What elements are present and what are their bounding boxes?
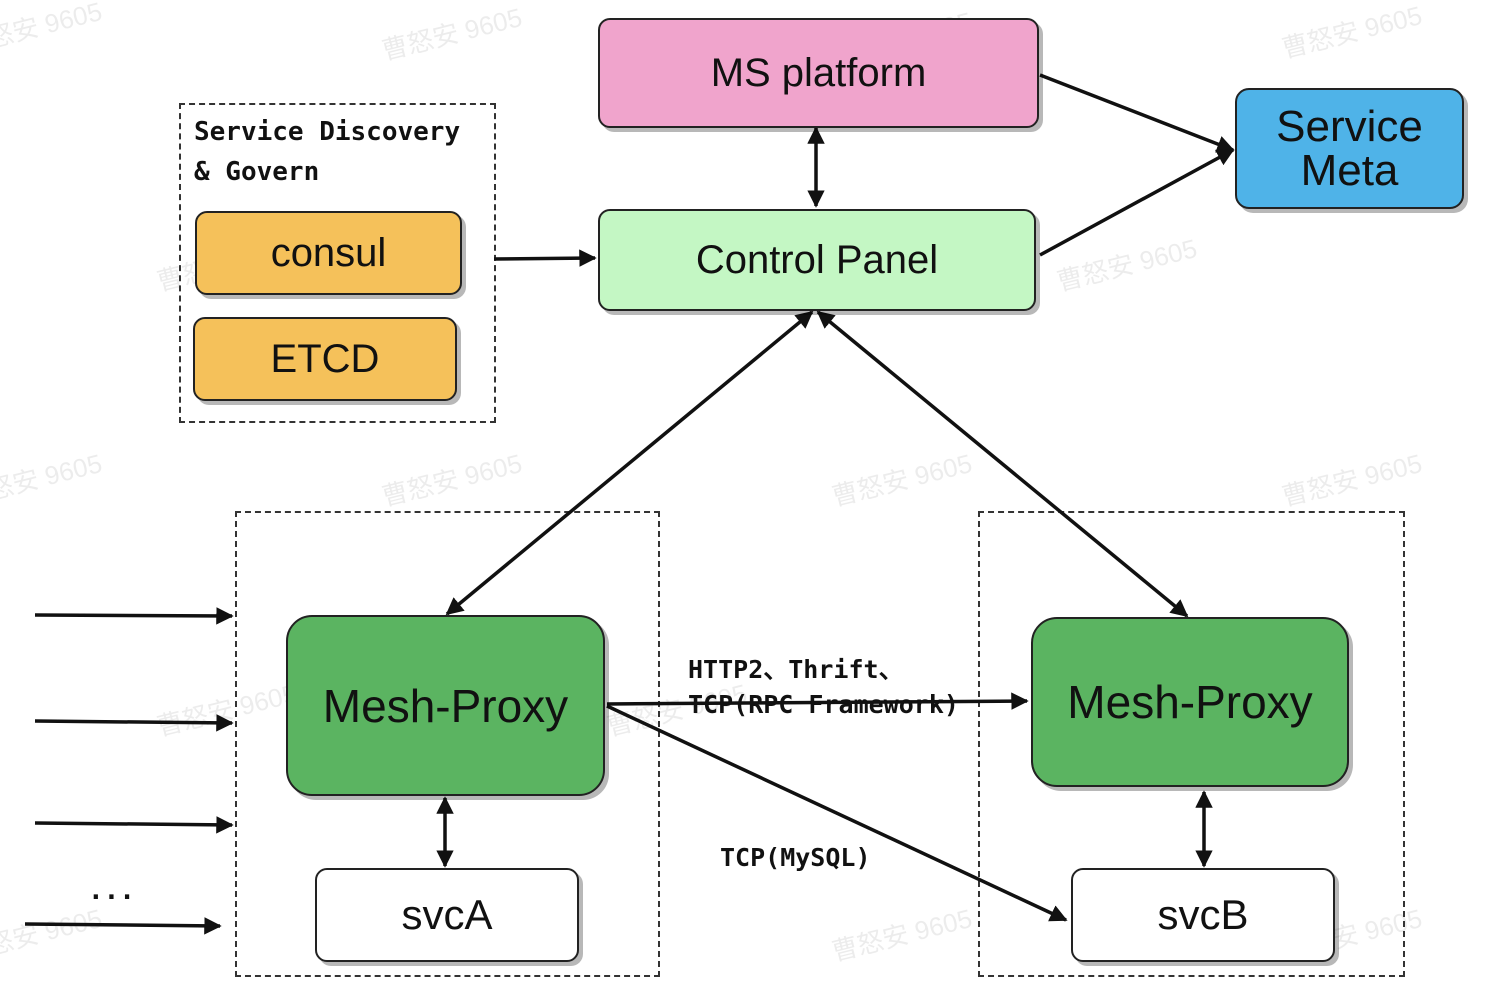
service-meta-label-line1: Service — [1276, 101, 1423, 151]
arrow-discovery-control-panel — [493, 249, 597, 267]
arrow-inbound-4 — [24, 917, 222, 935]
service-discovery-group — [179, 103, 496, 423]
ms-platform-node: MS platform — [598, 18, 1039, 128]
arrow-control-panel-mesh-proxy-a — [445, 310, 814, 616]
rpc-protocols-label-line1: HTTP2、Thrift、 — [688, 655, 904, 684]
mesh-proxy-b-label: Mesh-Proxy — [1067, 676, 1313, 728]
arrow-control-panel-mesh-proxy-b — [816, 310, 1189, 618]
svcb-node: svcB — [1071, 868, 1335, 962]
discovery-group-title: Service Discovery — [194, 117, 461, 147]
arrow-control-panel-service-meta — [1039, 148, 1235, 257]
rpc-protocols-label-line2: TCP(RPC Framework) — [688, 690, 959, 719]
consul-node: consul — [195, 211, 462, 295]
service-meta-label-line2: Meta — [1300, 145, 1399, 195]
arrow-mesh-proxy-a-to-b — [606, 692, 1029, 710]
arrow-inbound-1 — [34, 607, 234, 625]
etcd-label: ETCD — [270, 336, 380, 381]
control-panel-label: Control Panel — [695, 237, 939, 282]
arrow-ms-platform-service-meta — [1039, 73, 1235, 153]
arrow-inbound-2 — [34, 714, 234, 732]
consul-label: consul — [270, 230, 387, 275]
discovery-group-subtitle: & Govern — [194, 157, 320, 187]
service-b-pod-group — [978, 511, 1405, 977]
svca-label: svcA — [401, 891, 493, 938]
service-meta-node: Service Meta — [1235, 88, 1464, 209]
control-panel-node: Control Panel — [598, 209, 1036, 311]
mesh-proxy-a-node: Mesh-Proxy — [286, 615, 605, 796]
svcb-label: svcB — [1157, 891, 1249, 938]
ms-platform-label: MS platform — [710, 50, 927, 95]
arrow-inbound-3 — [34, 816, 234, 834]
mesh-proxy-b-node: Mesh-Proxy — [1031, 617, 1349, 787]
mysql-protocol-label: TCP(MySQL) — [720, 843, 871, 872]
arrow-mesh-proxy-a-to-svcb — [606, 704, 1068, 922]
more-inputs-ellipsis: ... — [88, 876, 135, 906]
etcd-node: ETCD — [193, 317, 457, 401]
mesh-proxy-a-label: Mesh-Proxy — [322, 679, 569, 732]
svca-node: svcA — [315, 868, 579, 962]
